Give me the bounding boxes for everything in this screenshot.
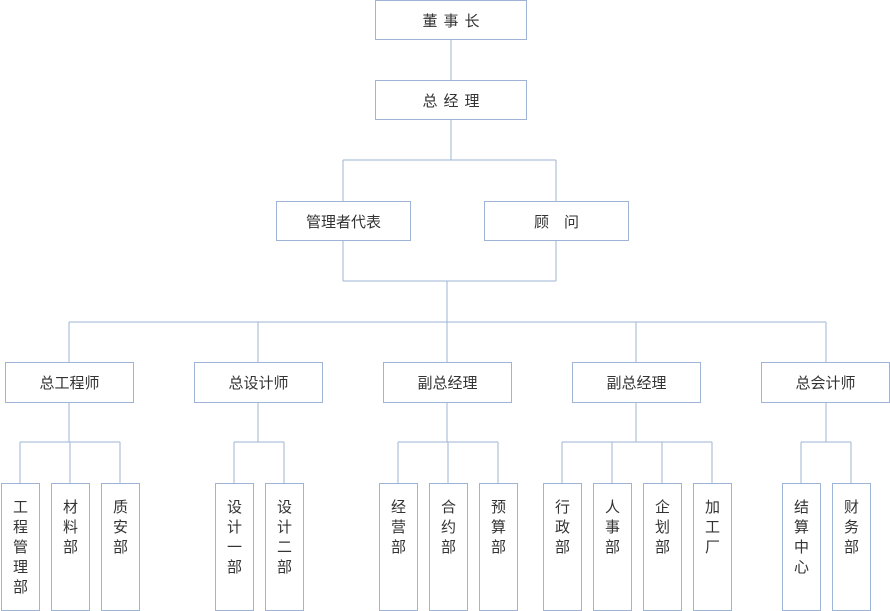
department-box: 预算部	[479, 483, 518, 611]
department-label: 企划部	[654, 498, 670, 556]
department-box: 合约部	[429, 483, 468, 611]
department-label: 设计一部	[226, 498, 242, 576]
department-box: 财务部	[832, 483, 871, 611]
department-box: 工程管理部	[1, 483, 40, 611]
department-box: 设计一部	[215, 483, 254, 611]
department-box: 经营部	[379, 483, 418, 611]
advisor-box: 顾 问	[484, 201, 629, 241]
department-label: 工程管理部	[12, 498, 28, 596]
department-label: 材料部	[62, 498, 78, 556]
department-box: 加工厂	[693, 483, 732, 611]
department-box: 材料部	[51, 483, 90, 611]
general-manager-box: 总经理	[375, 80, 527, 120]
department-label: 合约部	[440, 498, 456, 556]
deputy-gm-box-2: 副总经理	[572, 362, 701, 403]
department-box: 设计二部	[265, 483, 304, 611]
department-label: 行政部	[554, 498, 570, 556]
management-representative-box: 管理者代表	[276, 201, 411, 241]
department-label: 人事部	[604, 498, 620, 556]
department-label: 质安部	[112, 498, 128, 556]
department-box: 企划部	[643, 483, 682, 611]
department-label: 预算部	[490, 498, 506, 556]
department-box: 质安部	[101, 483, 140, 611]
chief-accountant-box: 总会计师	[761, 362, 890, 403]
department-label: 设计二部	[276, 498, 292, 576]
chairman-box: 董事长	[375, 0, 527, 40]
chief-engineer-box: 总工程师	[5, 362, 134, 403]
department-label: 结算中心	[793, 498, 809, 576]
department-box: 人事部	[593, 483, 632, 611]
chief-designer-box: 总设计师	[194, 362, 323, 403]
department-label: 加工厂	[704, 498, 720, 556]
deputy-gm-box-1: 副总经理	[383, 362, 512, 403]
department-label: 财务部	[843, 498, 859, 556]
department-label: 经营部	[390, 498, 406, 556]
department-box: 行政部	[543, 483, 582, 611]
department-box: 结算中心	[782, 483, 821, 611]
